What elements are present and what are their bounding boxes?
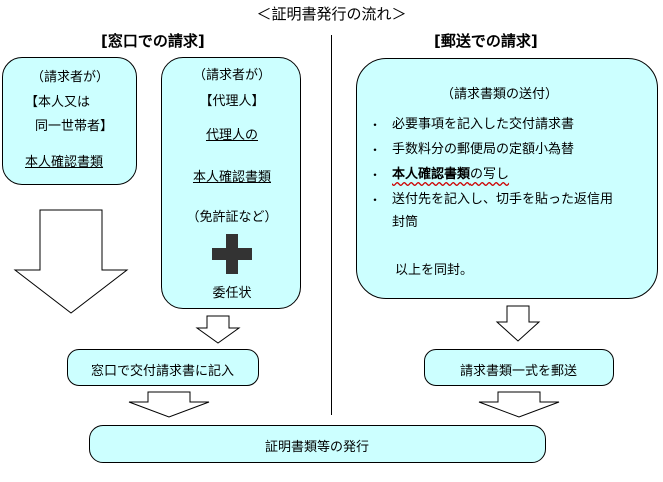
page-title: ＜証明書発行の流れ＞ xyxy=(256,5,407,23)
down-arrow-icon xyxy=(195,315,241,344)
down-arrow-icon xyxy=(13,209,129,314)
counter-step-box: 窓口で交付請求書に記入 xyxy=(67,349,259,386)
plus-icon xyxy=(212,234,252,274)
counter-heading: [窓口での請求] xyxy=(101,32,205,50)
mail-doc-item: 必要事項を記入した交付請求書 xyxy=(392,117,575,132)
mail-doc-item: 封筒 xyxy=(392,215,419,230)
final-issue-box: 証明書類等の発行 xyxy=(89,425,546,463)
applicant-line3: 同一世帯者】 xyxy=(35,119,114,134)
mail-doc-item: 手数料分の郵便局の定額小為替 xyxy=(392,142,575,157)
bullet-dot: ・ xyxy=(369,168,382,182)
bullet-dot: ・ xyxy=(369,118,382,132)
agent-line1: （請求者が） xyxy=(192,68,271,83)
applicant-line1: （請求者が） xyxy=(31,70,110,85)
bullet-dot: ・ xyxy=(369,143,382,157)
agent-line5: （免許証など） xyxy=(186,210,278,225)
applicant-box: （請求者が） 【本人又は 同一世帯者】 本人確認書類 xyxy=(2,57,137,185)
bullet-dot: ・ xyxy=(369,193,382,207)
column-divider xyxy=(331,35,332,415)
down-arrow-icon xyxy=(478,391,560,418)
counter-step-label: 窓口で交付請求書に記入 xyxy=(90,364,234,379)
mail-docs-box: （請求書類の送付） ・ 必要事項を記入した交付請求書 ・ 手数料分の郵便局の定額… xyxy=(356,58,658,299)
mail-docs-footer: 以上を同封。 xyxy=(395,263,474,278)
id-docs-emphasis: 本人確認書類 xyxy=(392,167,471,182)
down-arrow-icon xyxy=(495,305,541,342)
final-issue-label: 証明書類等の発行 xyxy=(264,440,369,455)
down-arrow-icon xyxy=(128,391,210,418)
agent-id-docs: 本人確認書類 xyxy=(192,170,271,185)
id-docs-copy-suffix: の写し xyxy=(470,167,510,182)
applicant-id-docs: 本人確認書類 xyxy=(25,155,104,170)
agent-box: （請求者が） 【代理人】 代理人の 本人確認書類 （免許証など） 委任状 xyxy=(161,57,301,309)
mail-step-label: 請求書類一式を郵送 xyxy=(459,364,577,379)
agent-line3: 代理人の xyxy=(205,128,258,143)
mail-doc-item-id: 本人確認書類の写し xyxy=(392,163,509,182)
agent-line2: 【代理人】 xyxy=(199,94,265,109)
applicant-line2: 【本人又は xyxy=(25,95,91,110)
mail-doc-item: 送付先を記入し、切手を貼った返信用 xyxy=(392,192,614,207)
mail-step-box: 請求書類一式を郵送 xyxy=(424,349,614,386)
mail-docs-heading: （請求書類の送付） xyxy=(441,87,559,102)
agent-line6: 委任状 xyxy=(212,286,252,301)
mail-heading: [郵送での請求] xyxy=(434,32,538,50)
